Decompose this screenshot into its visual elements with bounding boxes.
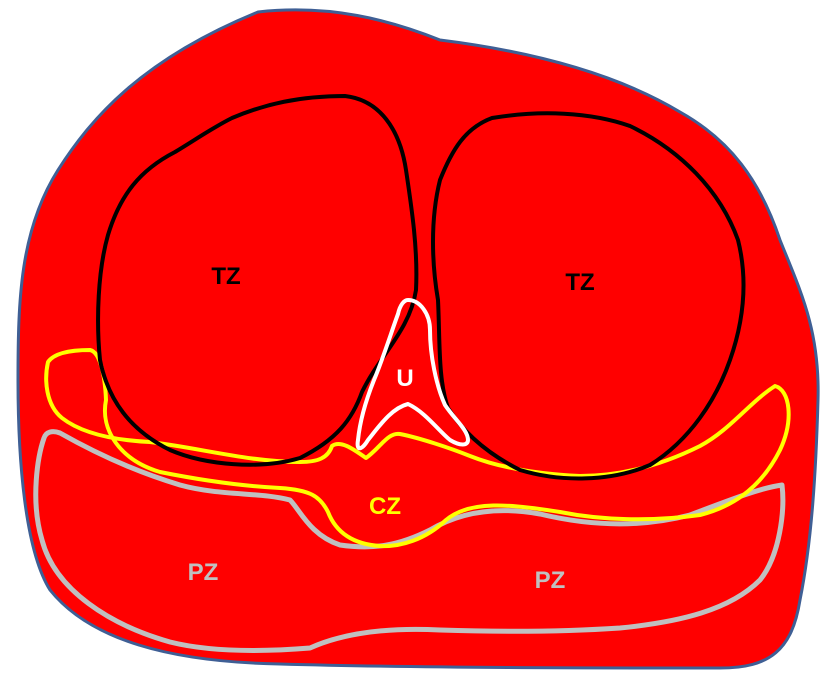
pz-left-label: PZ xyxy=(188,559,219,586)
cz-label: CZ xyxy=(369,493,401,520)
urethra-label: U xyxy=(396,365,413,392)
pz-right-label: PZ xyxy=(535,567,566,594)
tz-right-label: TZ xyxy=(565,269,594,296)
tz-left-label: TZ xyxy=(211,263,240,290)
gland-outline xyxy=(18,10,818,668)
